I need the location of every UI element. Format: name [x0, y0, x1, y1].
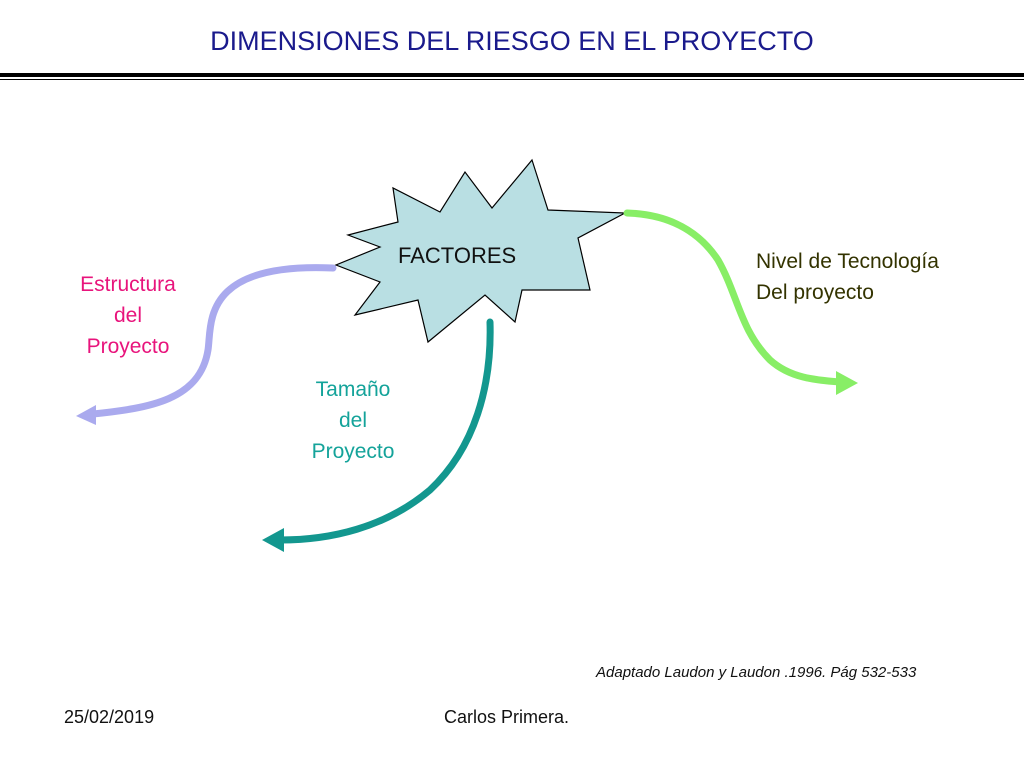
branch-label-line: Tamaño [315, 378, 391, 401]
branch-label-line: Nivel de Tecnología [756, 250, 939, 273]
branch-nivel-arrow [623, 209, 844, 386]
branch-label-line: del [338, 409, 368, 432]
nivel-arrowhead [836, 371, 858, 395]
factores-starburst [334, 158, 628, 344]
branch-label-line: Estructura [80, 273, 176, 296]
branch-label-estructura: Estructura del Proyecto [58, 269, 198, 362]
source-citation: Adaptado Laudon y Laudon .1996. Pág 532-… [596, 664, 917, 681]
branch-tamano-arrow [276, 318, 494, 544]
center-label: FACTORES [398, 243, 517, 268]
estructura-arrowhead [76, 405, 96, 425]
footer-date: 25/02/2019 [64, 707, 155, 727]
branch-label-line: Del proyecto [756, 281, 874, 304]
branch-label-nivel: Nivel de Tecnología Del proyecto [756, 246, 939, 308]
branch-label-line: del [113, 304, 143, 327]
branch-label-tamano: Tamaño del Proyecto [288, 374, 418, 467]
slide-title: DIMENSIONES DEL RIESGO EN EL PROYECTO [210, 26, 814, 56]
branch-estructura-arrow [89, 264, 337, 418]
title-rule-thick [0, 73, 1024, 77]
tamano-arrowhead [262, 528, 284, 552]
branch-label-line: Proyecto [86, 335, 170, 358]
footer-author: Carlos Primera. [444, 707, 570, 727]
title-rule-thin [0, 79, 1024, 80]
branch-label-line: Proyecto [311, 440, 395, 463]
